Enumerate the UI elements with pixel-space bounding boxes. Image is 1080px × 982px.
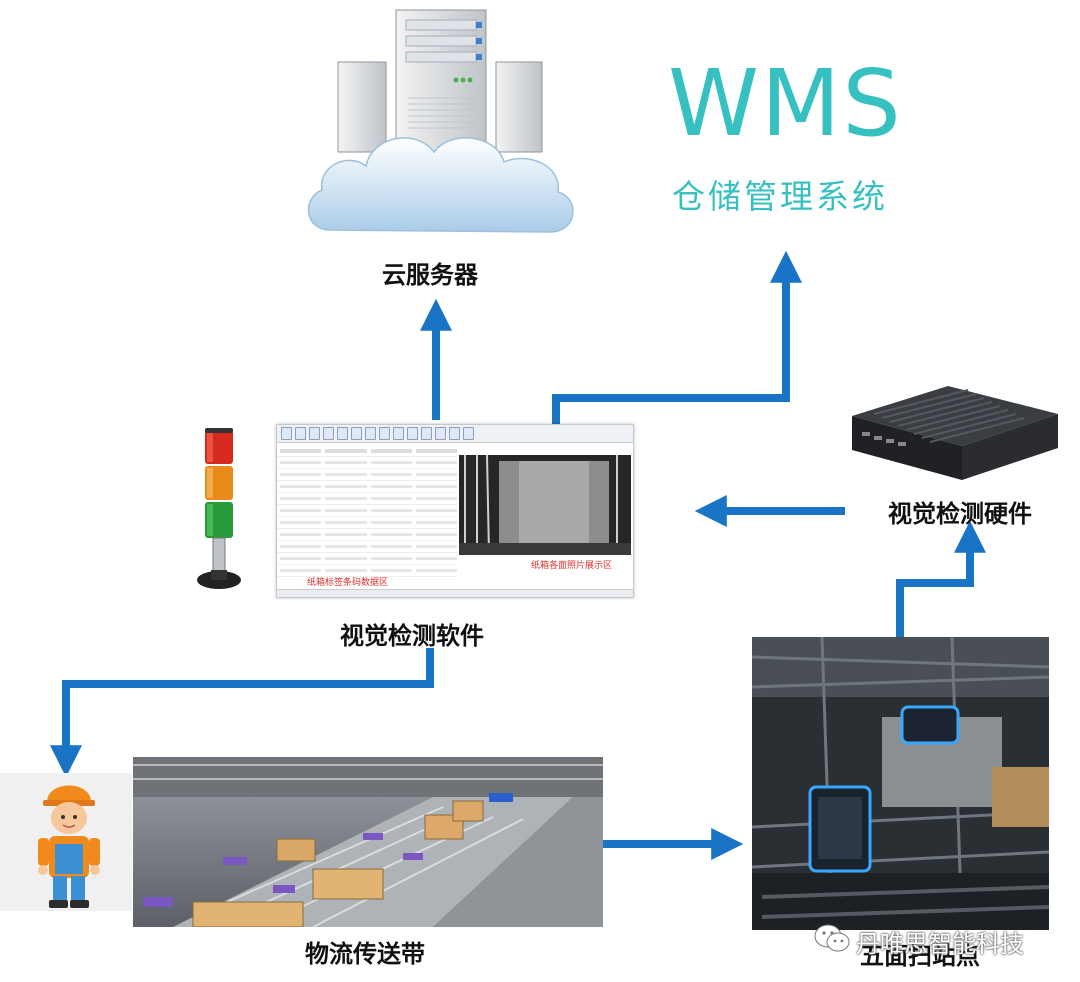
wms-title: WMS [668, 50, 903, 157]
wms-subtitle: 仓储管理系统 [672, 177, 888, 216]
arrow-software-to-worker [50, 648, 434, 778]
arrow-software-to-wms [552, 250, 802, 426]
software-barcode-table [277, 445, 457, 589]
barcode-data-area-caption: 纸箱标签条码数据区 [307, 578, 389, 588]
vision-hardware-box-icon [852, 386, 1058, 480]
conveyor-label: 物流传送带 [305, 939, 425, 968]
arrow-scan-to-hardware [896, 520, 986, 638]
watermark-text: 丹唯思智能科技 [856, 930, 1024, 958]
server-left-icon [337, 61, 387, 153]
software-status-bar [277, 589, 633, 597]
worker-icon [38, 785, 100, 908]
vision-software-label: 视觉检测软件 [340, 621, 484, 650]
scan-station-photo [752, 637, 1049, 930]
carton-photo-preview [459, 455, 631, 555]
cloud-server-label: 云服务器 [382, 260, 478, 289]
wechat-icon [814, 924, 850, 952]
vision-hardware-label: 视觉检测硬件 [888, 499, 1032, 528]
vision-software-screenshot: 纸箱标签条码数据区 纸箱各面照片展示区 [276, 424, 634, 598]
software-toolbar [277, 425, 633, 443]
conveyor-photo [133, 757, 603, 927]
cloud-icon [307, 137, 574, 233]
scan-station-label: 五面扫站点 [860, 941, 980, 970]
signal-tower-light-icon [197, 428, 241, 589]
server-right-icon [495, 61, 543, 153]
carton-photo-area-caption: 纸箱各面照片展示区 [531, 561, 613, 571]
cloud-server-illustration [307, 9, 574, 233]
